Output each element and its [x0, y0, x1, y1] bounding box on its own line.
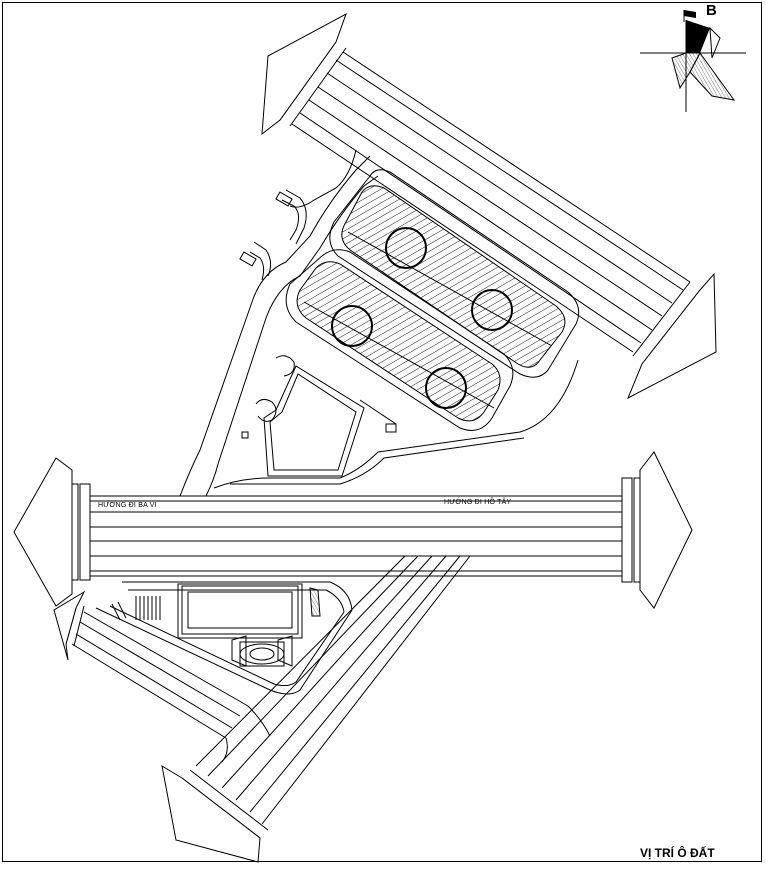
arrow-south-west	[161, 764, 261, 863]
drawing-title: VỊ TRÍ Ô ĐẤT	[640, 846, 715, 860]
parking-lot-lower	[285, 249, 514, 431]
arrow-west-small	[53, 590, 86, 661]
arrow-south-east	[627, 272, 717, 400]
main-road-horizontal	[71, 477, 641, 583]
arrow-right	[639, 451, 693, 609]
upper-diagonal-road	[279, 41, 701, 365]
lower-diagonal-road	[181, 555, 471, 839]
north-label: B	[706, 2, 717, 19]
building-upper	[241, 355, 397, 477]
left-branch-road	[65, 605, 271, 763]
arrow-north-west	[261, 12, 347, 136]
road-label-left: HƯỚNG ĐI BA VÌ	[98, 502, 157, 509]
arrow-left	[13, 457, 73, 607]
site-lower-left	[95, 581, 353, 695]
north-compass	[640, 10, 746, 112]
parking-lot-upper	[329, 169, 580, 378]
site-boundary-upper	[179, 149, 579, 497]
road-label-right: HƯỚNG ĐI HỒ TÂY	[444, 499, 512, 506]
stairs	[111, 596, 161, 621]
